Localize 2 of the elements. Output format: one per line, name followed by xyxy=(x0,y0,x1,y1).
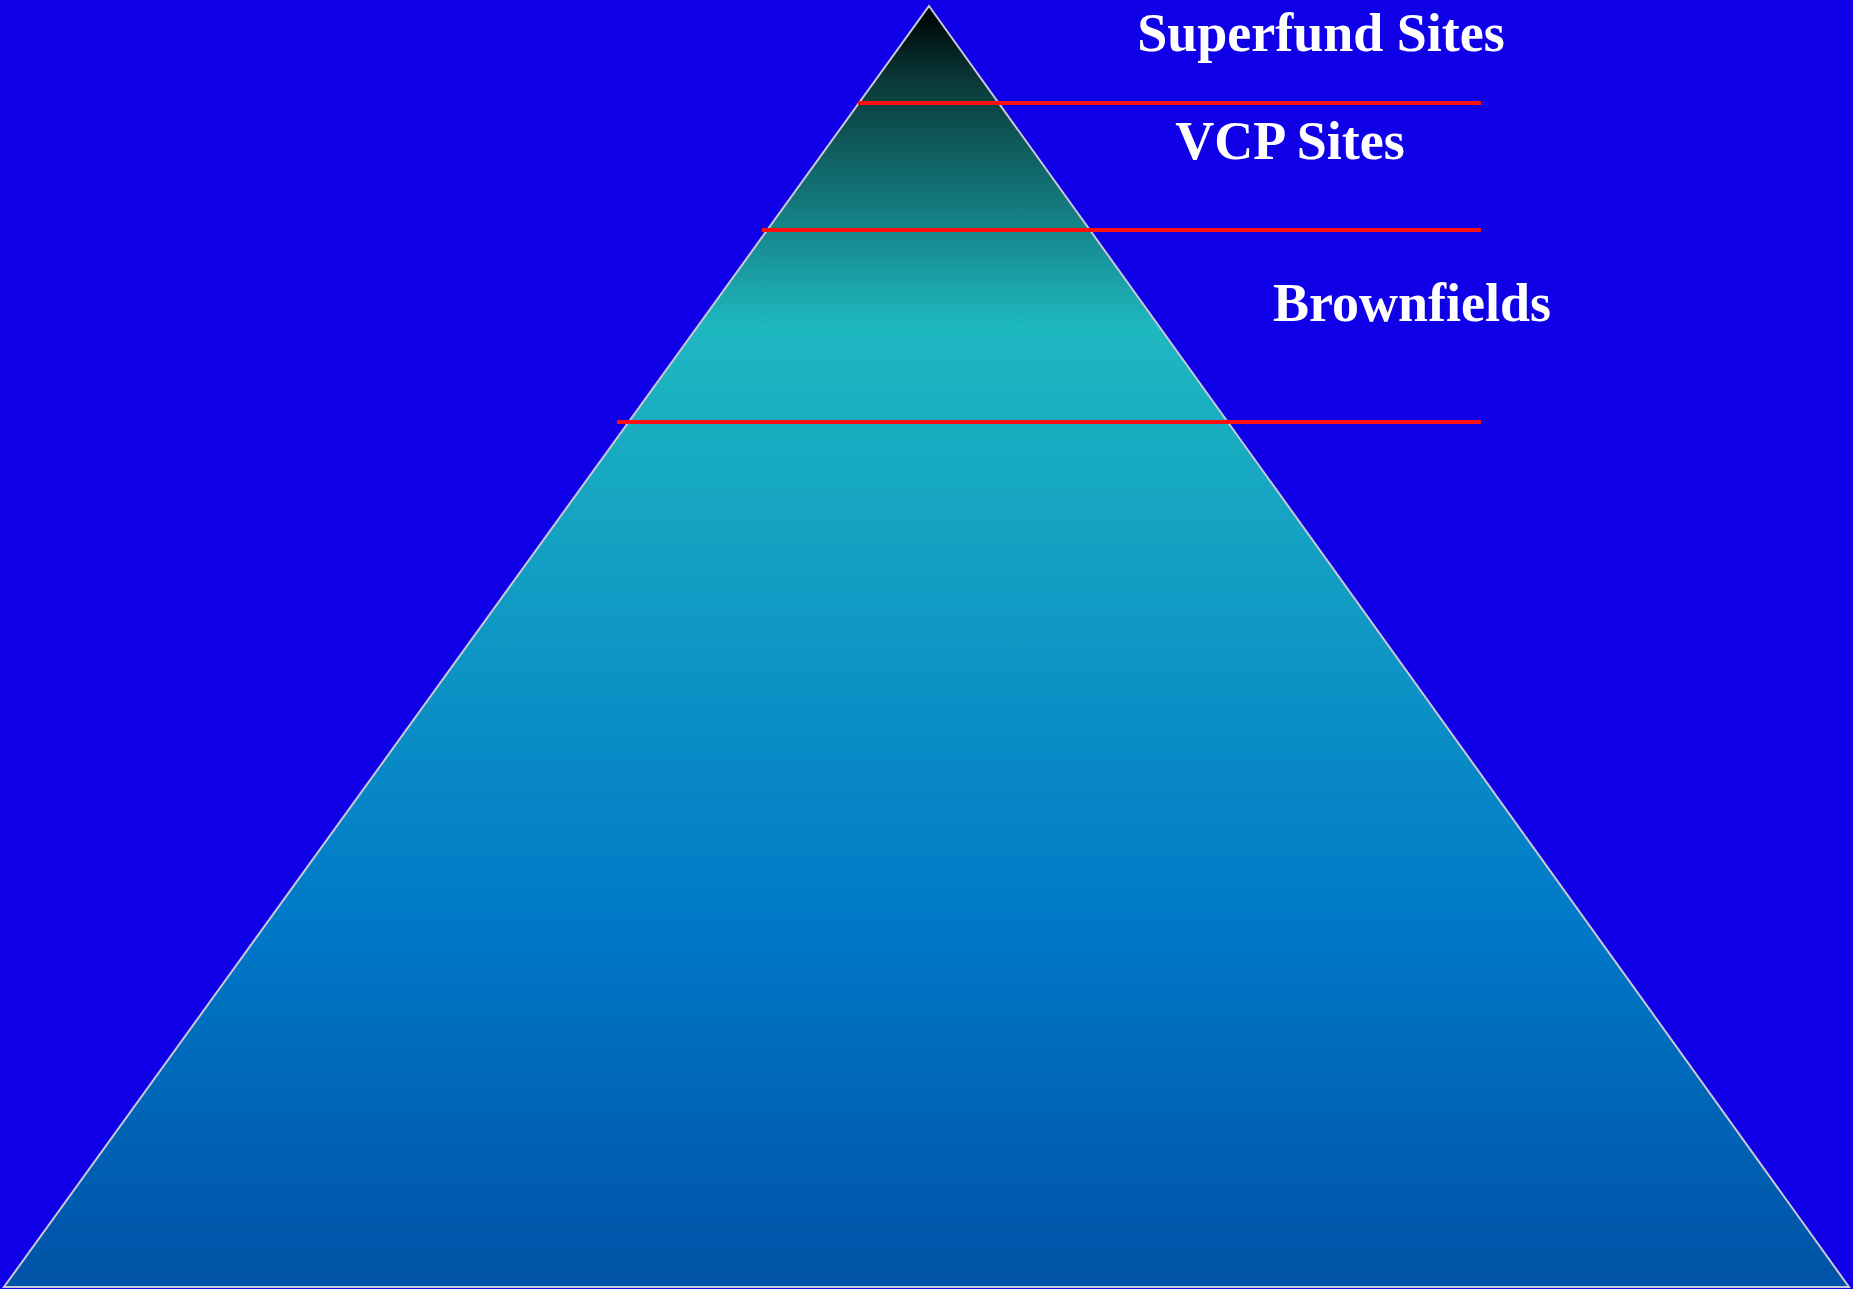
tier-label: Brownfields xyxy=(1273,276,1551,330)
tier-label: VCP Sites xyxy=(1175,114,1405,168)
